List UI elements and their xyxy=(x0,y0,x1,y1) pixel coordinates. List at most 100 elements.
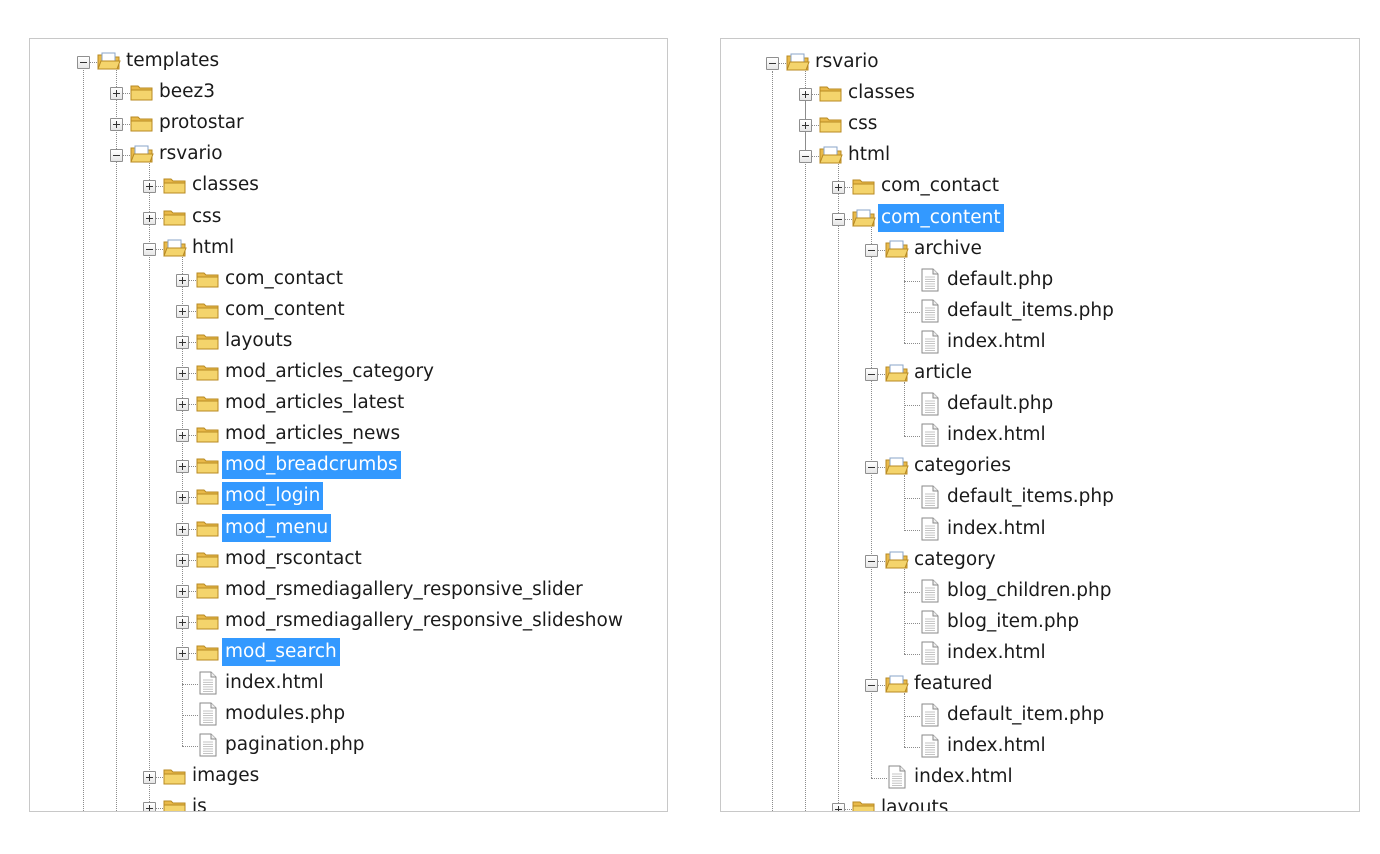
expand-toggle-plus-icon[interactable] xyxy=(176,273,189,287)
tree-connector-line xyxy=(904,475,905,530)
expand-toggle-plus-icon[interactable] xyxy=(110,118,123,132)
tree-connector-line xyxy=(182,590,198,592)
tree-label-protostar[interactable]: protostar xyxy=(159,112,244,134)
tree-label-html[interactable]: html xyxy=(192,236,235,258)
tree-label-layouts[interactable]: layouts xyxy=(225,329,293,351)
tree-label-beez3[interactable]: beez3 xyxy=(159,81,215,103)
tree-label-index-html[interactable]: index.html xyxy=(947,735,1046,757)
tree-label-classes[interactable]: classes xyxy=(848,82,915,104)
tree-label-article[interactable]: article xyxy=(914,362,973,383)
folder-open-icon xyxy=(163,238,187,262)
expand-toggle-plus-icon[interactable] xyxy=(176,398,189,412)
expand-toggle-plus-icon[interactable] xyxy=(176,367,189,380)
collapse-toggle-minus-icon[interactable] xyxy=(832,212,845,226)
left-tree-panel[interactable]: templates beez3 protostar rsvario classes css… xyxy=(29,38,668,812)
right-tree-panel[interactable]: rsvario classes css html com_contact com_cont… xyxy=(720,38,1360,812)
tree-label-images[interactable]: images xyxy=(192,765,260,787)
tree-label-default-item-php[interactable]: default_item.php xyxy=(947,704,1105,726)
collapse-toggle-minus-icon[interactable] xyxy=(799,150,812,164)
tree-connector-line xyxy=(838,218,854,220)
expand-toggle-plus-icon[interactable] xyxy=(176,584,189,598)
expand-toggle-plus-icon[interactable] xyxy=(799,119,812,133)
tree-label-com-contact[interactable]: com_contact xyxy=(225,267,343,289)
tree-label-mod-articles-latest[interactable]: mod_articles_latest xyxy=(225,392,405,414)
tree-label-html[interactable]: html xyxy=(848,144,891,166)
expand-toggle-plus-icon[interactable] xyxy=(176,615,189,629)
tree-label-layouts[interactable]: layouts xyxy=(881,797,949,812)
collapse-toggle-minus-icon[interactable] xyxy=(865,461,878,475)
tree-connector-line xyxy=(182,341,198,343)
tree-connector-line xyxy=(805,94,806,811)
tree-label-css[interactable]: css xyxy=(192,205,222,227)
collapse-toggle-minus-icon[interactable] xyxy=(110,149,123,163)
tree-label-pagination-php[interactable]: pagination.php xyxy=(225,734,365,756)
tree-connector-line xyxy=(83,70,84,811)
expand-toggle-plus-icon[interactable] xyxy=(832,803,845,811)
tree-label-default-items-php[interactable]: default_items.php xyxy=(947,486,1114,508)
collapse-toggle-minus-icon[interactable] xyxy=(865,243,878,257)
expand-toggle-plus-icon[interactable] xyxy=(143,802,156,811)
tree-label-mod-login[interactable]: mod_login xyxy=(222,482,324,511)
tree-label-modules-php[interactable]: modules.php xyxy=(225,703,346,725)
expand-toggle-plus-icon[interactable] xyxy=(176,429,189,443)
expand-toggle-plus-icon[interactable] xyxy=(176,553,189,567)
tree-label-com-content[interactable]: com_content xyxy=(878,203,1004,232)
expand-toggle-plus-icon[interactable] xyxy=(799,88,812,102)
tree-label-mod-rsmediagallery-responsive-slideshow[interactable]: mod_rsmediagallery_responsive_slideshow xyxy=(225,609,623,631)
tree-label-blog-children-php[interactable]: blog_children.php xyxy=(947,579,1112,601)
folder-icon xyxy=(196,611,220,635)
tree-label-templates[interactable]: templates xyxy=(126,50,220,71)
expand-toggle-plus-icon[interactable] xyxy=(110,87,123,101)
tree-label-com-contact[interactable]: com_contact xyxy=(881,175,999,197)
tree-label-mod-breadcrumbs[interactable]: mod_breadcrumbs xyxy=(222,451,401,480)
tree-label-index-html[interactable]: index.html xyxy=(225,672,324,693)
tree-label-categories[interactable]: categories xyxy=(914,455,1011,477)
tree-connector-line xyxy=(904,405,920,407)
tree-label-index-html[interactable]: index.html xyxy=(914,766,1013,788)
tree-label-com-content[interactable]: com_content xyxy=(225,298,345,320)
tree-label-default-php[interactable]: default.php xyxy=(947,268,1054,290)
expand-toggle-plus-icon[interactable] xyxy=(832,181,845,195)
tree-label-js[interactable]: js xyxy=(192,796,207,812)
tree-label-index-html[interactable]: index.html xyxy=(947,517,1046,539)
collapse-toggle-minus-icon[interactable] xyxy=(143,242,156,256)
tree-label-index-html[interactable]: index.html xyxy=(947,330,1046,352)
tree-label-mod-articles-category[interactable]: mod_articles_category xyxy=(225,361,435,382)
folder-icon xyxy=(196,424,220,448)
folder-icon xyxy=(163,766,187,790)
file-icon xyxy=(920,610,940,638)
tree-label-mod-search[interactable]: mod_search xyxy=(222,637,340,666)
folder-icon xyxy=(196,331,220,355)
tree-label-default-php[interactable]: default.php xyxy=(947,393,1054,415)
expand-toggle-plus-icon[interactable] xyxy=(176,491,189,505)
tree-label-mod-rsmediagallery-responsive-slider[interactable]: mod_rsmediagallery_responsive_slider xyxy=(225,578,583,600)
tree-connector-line xyxy=(838,809,854,811)
expand-toggle-plus-icon[interactable] xyxy=(176,304,189,318)
tree-label-rsvario[interactable]: rsvario xyxy=(815,51,879,72)
collapse-toggle-minus-icon[interactable] xyxy=(865,554,878,568)
tree-label-rsvario[interactable]: rsvario xyxy=(159,143,223,165)
tree-label-index-html[interactable]: index.html xyxy=(947,641,1046,663)
collapse-toggle-minus-icon[interactable] xyxy=(865,679,878,692)
tree-label-default-items-php[interactable]: default_items.php xyxy=(947,299,1114,321)
tree-label-index-html[interactable]: index.html xyxy=(947,424,1046,446)
expand-toggle-plus-icon[interactable] xyxy=(176,335,189,349)
tree-label-css[interactable]: css xyxy=(848,113,878,135)
collapse-toggle-minus-icon[interactable] xyxy=(77,56,90,69)
expand-toggle-plus-icon[interactable] xyxy=(176,460,189,474)
tree-label-mod-menu[interactable]: mod_menu xyxy=(222,513,332,542)
tree-label-mod-articles-news[interactable]: mod_articles_news xyxy=(225,423,401,445)
expand-toggle-plus-icon[interactable] xyxy=(143,180,156,194)
tree-label-blog-item-php[interactable]: blog_item.php xyxy=(947,610,1080,632)
tree-label-classes[interactable]: classes xyxy=(192,174,259,196)
expand-toggle-plus-icon[interactable] xyxy=(176,646,189,660)
tree-label-category[interactable]: category xyxy=(914,548,996,570)
tree-label-mod-rscontact[interactable]: mod_rscontact xyxy=(225,547,362,569)
expand-toggle-plus-icon[interactable] xyxy=(143,211,156,225)
tree-label-archive[interactable]: archive xyxy=(914,237,982,259)
expand-toggle-plus-icon[interactable] xyxy=(143,771,156,785)
tree-label-featured[interactable]: featured xyxy=(914,673,993,694)
collapse-toggle-minus-icon[interactable] xyxy=(865,368,878,381)
collapse-toggle-minus-icon[interactable] xyxy=(766,57,779,70)
expand-toggle-plus-icon[interactable] xyxy=(176,522,189,536)
